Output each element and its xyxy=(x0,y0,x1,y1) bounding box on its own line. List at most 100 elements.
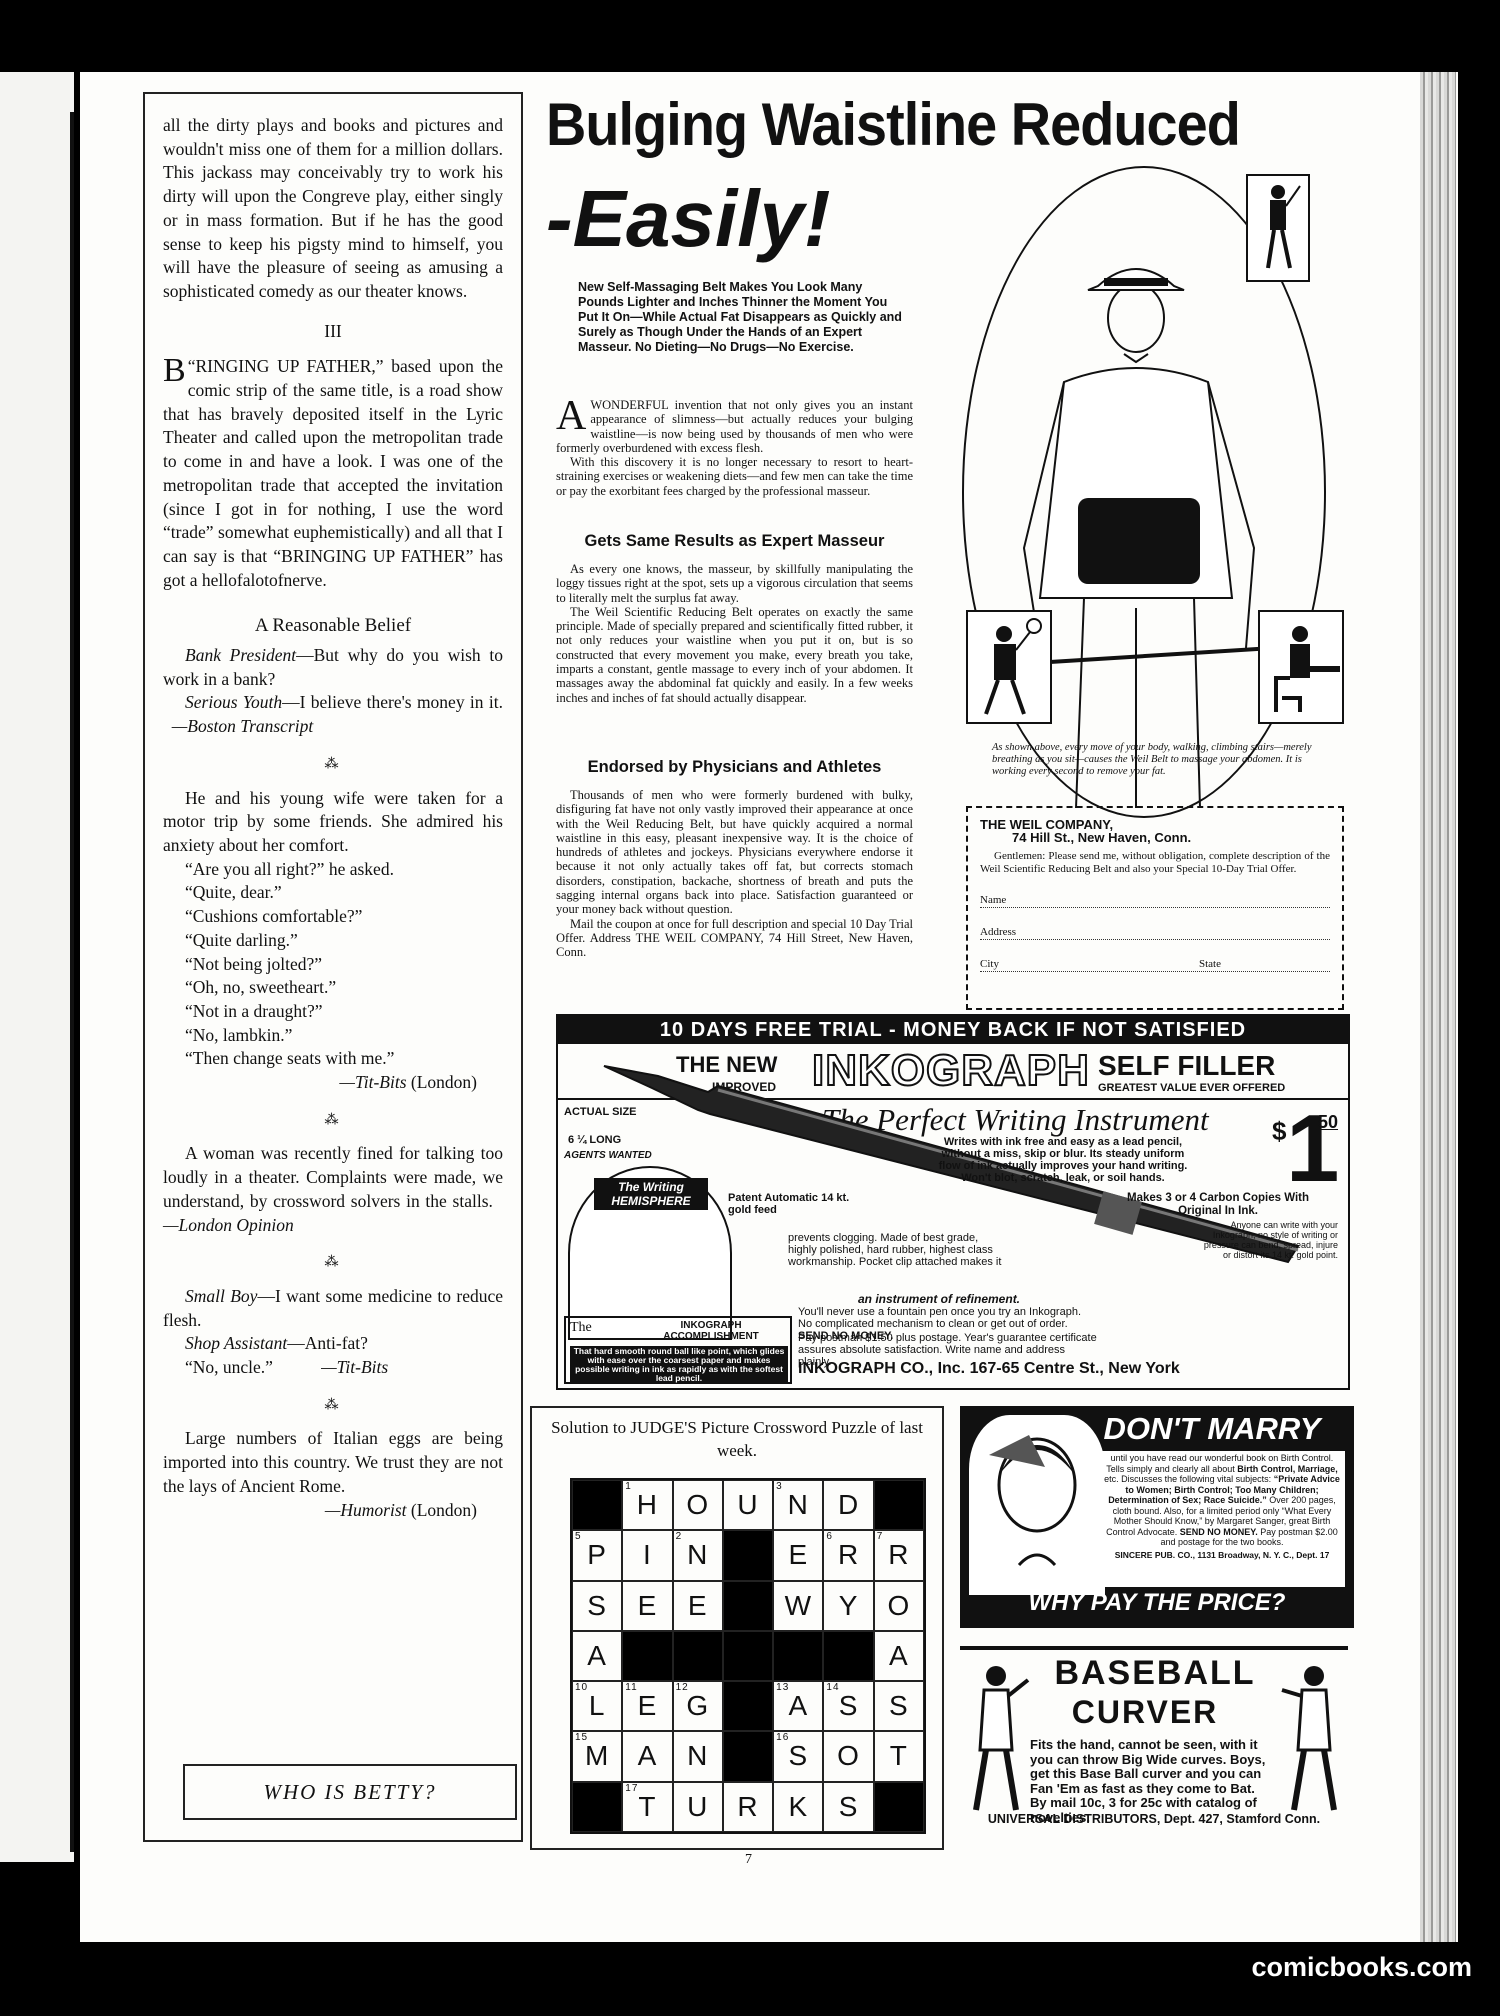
joke-line: Small Boy—I want some medicine to reduce… xyxy=(163,1285,503,1330)
crossword-letter: U xyxy=(737,1489,759,1520)
crossword-cell: E xyxy=(672,1580,723,1631)
crossword-cell: I xyxy=(622,1530,673,1581)
joke-paragraph: A woman was recently fined for talking t… xyxy=(163,1143,503,1235)
crossword-letter: S xyxy=(838,1790,859,1822)
crossword-black-cell xyxy=(873,1480,924,1531)
crossword-black-cell xyxy=(873,1781,924,1832)
desk-worker-inset xyxy=(1258,610,1344,724)
coupon-text: Gentlemen: Please send me, without oblig… xyxy=(980,850,1330,875)
coupon-name-field[interactable]: Name xyxy=(980,894,1330,908)
price-dollar: $ xyxy=(1272,1116,1287,1146)
crossword-black-cell xyxy=(722,1580,774,1631)
crossword-letter: N xyxy=(687,1740,709,1772)
page-number: 7 xyxy=(745,1852,752,1867)
coupon-address: 74 Hill St., New Haven, Conn. xyxy=(1012,830,1192,845)
crossword-black-cell xyxy=(823,1630,874,1682)
crossword-cell: S xyxy=(823,1781,874,1832)
crossword-letter: O xyxy=(887,1589,911,1621)
crossword-cell: E xyxy=(622,1580,673,1631)
crossword-letter: P xyxy=(587,1539,607,1571)
clue-number: 15 xyxy=(575,1732,589,1744)
dialogue-line: “Cushions comfortable?” xyxy=(185,906,363,927)
crossword-letter: E xyxy=(637,1690,658,1722)
crossword-letter: T xyxy=(638,1790,657,1822)
ball-point-text: That hard smooth round ball like point, … xyxy=(570,1346,788,1384)
crossword-letter: S xyxy=(838,1690,859,1722)
patent-feed-label: Patent Automatic 14 kt. gold feed xyxy=(728,1192,850,1216)
crossword-black-cell xyxy=(622,1630,673,1682)
crossword-black-cell xyxy=(722,1731,774,1782)
actual-size-label: ACTUAL SIZE xyxy=(564,1106,637,1118)
point-text: Anyone can write with your Inkograph, no… xyxy=(1203,1220,1338,1260)
crossword-cell: W xyxy=(773,1580,824,1631)
crossword-black-cell xyxy=(672,1630,723,1682)
ad-body: As every one knows, the masseur, by skil… xyxy=(556,562,913,705)
section-heading: III xyxy=(324,320,342,341)
divider-stars: ⁂ xyxy=(324,1255,342,1271)
dialogue-line: “Then change seats with me.” xyxy=(185,1048,395,1069)
crossword-letter: K xyxy=(788,1790,809,1822)
ad-title: DON'T MARRY xyxy=(1103,1411,1321,1446)
accomplishment-label: INKOGRAPH ACCOMPLISHMENT xyxy=(663,1320,759,1342)
clue-number: 16 xyxy=(776,1732,790,1744)
crossword-cell: A xyxy=(873,1630,924,1682)
order-coupon: THE WEIL COMPANY, 74 Hill St., New Haven… xyxy=(966,806,1344,1010)
coupon-address-field[interactable]: Address xyxy=(980,926,1330,940)
crossword-black-cell xyxy=(572,1781,623,1832)
divider xyxy=(960,1646,1348,1650)
why-pay-the-price: WHY PAY THE PRICE? xyxy=(1028,1589,1286,1616)
crossword-letter: I xyxy=(643,1539,652,1571)
crossword-letter: O xyxy=(686,1489,710,1520)
crossword-letter: Y xyxy=(838,1589,859,1621)
fountain-pen-illustration xyxy=(603,1065,1300,1264)
crossword-letter: S xyxy=(889,1690,909,1722)
man-with-belt-illustration xyxy=(1017,268,1305,809)
ad-headline-easily: -Easily! xyxy=(546,174,831,263)
features-text: prevents clogging. Made of best grade, h… xyxy=(788,1232,1002,1268)
paragraph: all the dirty plays and books and pictur… xyxy=(163,115,503,301)
crossword-cell: R xyxy=(722,1781,774,1832)
crossword-letter: S xyxy=(587,1589,607,1621)
crossword-cell: A xyxy=(622,1731,673,1782)
publisher: SINCERE PUB. CO., 1131 Broadway, N. Y. C… xyxy=(1114,1549,1330,1560)
who-is-betty-box: WHO IS BETTY? xyxy=(183,1764,517,1820)
joke-line: “No, uncle.” —Tit-Bits xyxy=(185,1357,389,1378)
crossword-letter: R xyxy=(888,1539,910,1571)
crossword-cell: U xyxy=(722,1480,774,1531)
waistline-ad: Bulging Waistline Reduced -Easily! New S… xyxy=(526,90,1344,1010)
crossword-letter: S xyxy=(788,1740,809,1772)
crossword-cell: A xyxy=(572,1630,623,1682)
joke-line: Bank President—But why do you wish to wo… xyxy=(163,645,503,689)
drop-cap: B xyxy=(163,352,186,390)
crossword-cell: S xyxy=(572,1580,623,1631)
pitcher-illustration xyxy=(973,1666,1030,1811)
clue-number: 10 xyxy=(575,1682,589,1694)
crossword-letter: A xyxy=(889,1639,909,1671)
joke-source: —Tit-Bits (London) xyxy=(339,1072,477,1093)
fountain-pen-text: You'll never use a fountain pen once you… xyxy=(798,1306,1082,1342)
clue-number: 7 xyxy=(876,1531,884,1543)
crossword-letter: A xyxy=(637,1740,658,1772)
ad-tagline: The Perfect Writing Instrument xyxy=(822,1102,1209,1137)
joke-title: A Reasonable Belief xyxy=(254,615,412,637)
joke-line: Serious Youth—I believe there's money in… xyxy=(171,692,503,737)
crossword-letter: A xyxy=(587,1639,607,1671)
crossword-cell: O xyxy=(873,1580,924,1631)
ad-title: CURVER xyxy=(1071,1694,1219,1730)
page-binding xyxy=(1420,72,1456,1942)
divider-stars: ⁂ xyxy=(324,756,342,772)
company-address: INKOGRAPH CO., Inc. 167-65 Centre St., N… xyxy=(798,1360,1180,1377)
refinement-text: an instrument of refinement. xyxy=(858,1292,1021,1306)
ad-body: Thousands of men who were formerly burde… xyxy=(556,788,913,960)
catcher-illustration xyxy=(1281,1666,1337,1811)
crossword-cell: O xyxy=(672,1480,723,1531)
dialogue-line: “Oh, no, sweetheart.” xyxy=(185,977,337,998)
greatest-value-label: GREATEST VALUE EVER OFFERED xyxy=(1098,1082,1286,1094)
illustration-caption: As shown above, every move of your body,… xyxy=(992,742,1312,777)
